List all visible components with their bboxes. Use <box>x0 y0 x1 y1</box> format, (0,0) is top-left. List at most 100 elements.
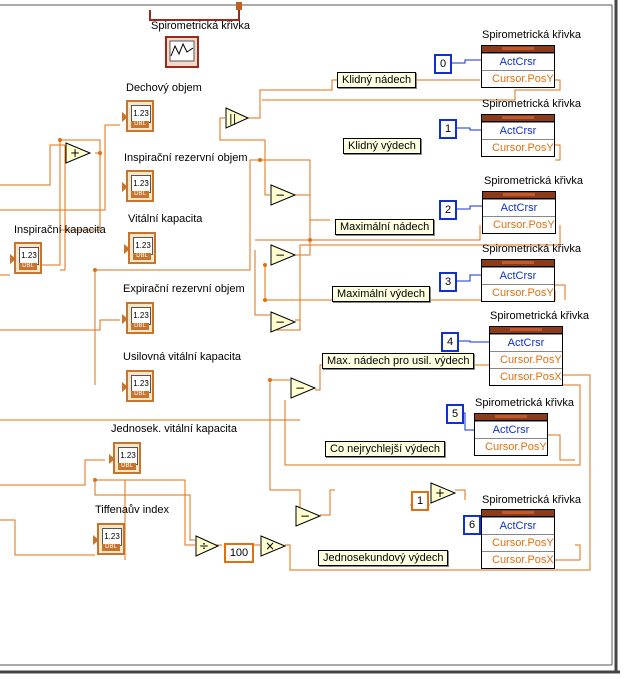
property-row-actcrsr[interactable]: ActCrsr <box>482 517 554 534</box>
comment-max-nadech-pro-usil-vydech: Max. nádech pro usil. výdech <box>322 353 475 369</box>
cursor-index-constant[interactable]: 6 <box>463 515 481 535</box>
property-row-actcrsr[interactable]: ActCrsr <box>483 199 555 216</box>
subtract-node-1[interactable]: − <box>270 184 296 206</box>
property-row-cursor-posy[interactable]: Cursor.PosY <box>482 284 554 301</box>
property-row-cursor-posy[interactable]: Cursor.PosY <box>482 70 554 87</box>
property-node-header <box>475 414 547 421</box>
subtract-symbol: − <box>275 188 285 202</box>
input-arrow-icon <box>122 182 128 192</box>
cursor-index-constant[interactable]: 1 <box>439 119 457 139</box>
cursor-index-constant[interactable]: 0 <box>434 54 452 74</box>
add-symbol: + <box>70 146 80 160</box>
abs-symbol: || <box>229 112 236 125</box>
cursor-index-constant[interactable]: 5 <box>446 404 464 424</box>
add-node-1[interactable]: + <box>65 142 91 164</box>
property-node-7[interactable]: ActCrsr Cursor.PosY Cursor.PosX <box>481 509 555 569</box>
comment-co-nejrychlejsi-vydech: Co nejrychlejší výdech <box>325 441 446 457</box>
property-node-header <box>482 115 554 122</box>
property-row-cursor-posy[interactable]: Cursor.PosY <box>475 438 547 455</box>
property-node-4[interactable]: ActCrsr Cursor.PosY <box>481 259 555 302</box>
property-row-actcrsr[interactable]: ActCrsr <box>490 334 562 351</box>
percent-constant[interactable]: 100 <box>224 543 254 563</box>
property-row-cursor-posy[interactable]: Cursor.PosY <box>483 216 555 233</box>
input-arrow-icon <box>124 244 130 254</box>
indicator-label-uvk: Usilovná vitální kapacita <box>123 351 242 363</box>
property-node-header <box>490 327 562 334</box>
input-arrow-icon <box>10 254 16 264</box>
property-row-cursor-posy[interactable]: Cursor.PosY <box>482 534 554 551</box>
property-node-2[interactable]: ActCrsr Cursor.PosY <box>481 114 555 157</box>
divide-symbol: ÷ <box>199 539 209 553</box>
property-row-actcrsr[interactable]: ActCrsr <box>482 122 554 139</box>
property-row-cursor-posx[interactable]: Cursor.PosX <box>482 551 554 568</box>
property-node-label: Spirometrická křivka <box>482 98 582 110</box>
waveform-icon <box>169 40 195 62</box>
property-node-label: Spirometrická křivka <box>482 494 582 506</box>
input-arrow-icon <box>109 454 115 464</box>
subtract-node-2[interactable]: − <box>270 244 296 266</box>
property-row-cursor-posy[interactable]: Cursor.PosY <box>490 351 562 368</box>
property-node-header <box>482 260 554 267</box>
property-node-header <box>482 46 554 53</box>
property-row-cursor-posy[interactable]: Cursor.PosY <box>482 139 554 156</box>
input-arrow-icon <box>122 112 128 122</box>
comment-klidny-nadech: Klidný nádech <box>337 72 417 88</box>
subtract-node-4[interactable]: − <box>290 377 316 399</box>
indicator-label-erv: Expirační rezervní objem <box>123 283 245 295</box>
property-node-label: Spirometrická křivka <box>482 29 582 41</box>
comment-maximalni-nadech: Maximální nádech <box>335 219 435 235</box>
input-arrow-icon <box>93 535 99 545</box>
property-node-3[interactable]: ActCrsr Cursor.PosY <box>482 191 556 234</box>
property-row-cursor-posx[interactable]: Cursor.PosX <box>490 368 562 385</box>
multiply-symbol: × <box>265 539 275 553</box>
cursor-index-constant[interactable]: 4 <box>441 332 459 352</box>
indicator-label-vk: Vitální kapacita <box>128 213 203 225</box>
property-node-header <box>483 192 555 199</box>
indicator-label-jvk: Jednosek. vitální kapacita <box>111 423 237 435</box>
comment-jednosekundovy-vydech: Jednosekundový výdech <box>318 550 449 566</box>
indicator-label-irv: Inspirační rezervní objem <box>124 152 248 164</box>
subtract-symbol: − <box>295 381 305 395</box>
increment-constant[interactable]: 1 <box>411 491 429 511</box>
indicator-label-dechovy: Dechový objem <box>126 82 202 94</box>
property-node-label: Spirometrická křivka <box>490 310 590 322</box>
property-row-actcrsr[interactable]: ActCrsr <box>475 421 547 438</box>
property-node-1[interactable]: ActCrsr Cursor.PosY <box>481 45 555 88</box>
subtract-node-5[interactable]: − <box>295 505 321 527</box>
property-row-actcrsr[interactable]: ActCrsr <box>482 267 554 284</box>
subtract-node-3[interactable]: − <box>270 311 296 333</box>
indicator-label-ti: Tiffenaův index <box>95 504 169 516</box>
property-node-label: Spirometrická křivka <box>484 175 584 187</box>
indicator-label-ik: Inspirační kapacita <box>14 224 106 236</box>
add-node-2[interactable]: + <box>430 482 456 504</box>
property-node-6[interactable]: ActCrsr Cursor.PosY <box>474 413 548 456</box>
subtract-symbol: − <box>300 509 310 523</box>
subtract-symbol: − <box>275 248 285 262</box>
property-node-label: Spirometrická křivka <box>482 243 582 255</box>
graph-label: Spirometrická křivka <box>151 20 251 32</box>
graph-indicator-icon[interactable] <box>165 36 199 68</box>
property-node-5[interactable]: ActCrsr Cursor.PosY Cursor.PosX <box>489 326 563 386</box>
subtract-symbol: − <box>275 315 285 329</box>
input-arrow-icon <box>122 314 128 324</box>
property-row-actcrsr[interactable]: ActCrsr <box>482 53 554 70</box>
comment-klidny-vydech: Klidný výdech <box>343 138 421 154</box>
property-node-header <box>482 510 554 517</box>
property-node-label: Spirometrická křivka <box>475 397 575 409</box>
divide-node[interactable]: ÷ <box>195 535 219 557</box>
comment-maximalni-vydech: Maximální výdech <box>332 286 431 302</box>
cursor-index-constant[interactable]: 2 <box>439 200 457 220</box>
cursor-index-constant[interactable]: 3 <box>439 272 457 292</box>
multiply-node[interactable]: × <box>260 535 286 557</box>
abs-node[interactable]: || <box>225 107 249 129</box>
